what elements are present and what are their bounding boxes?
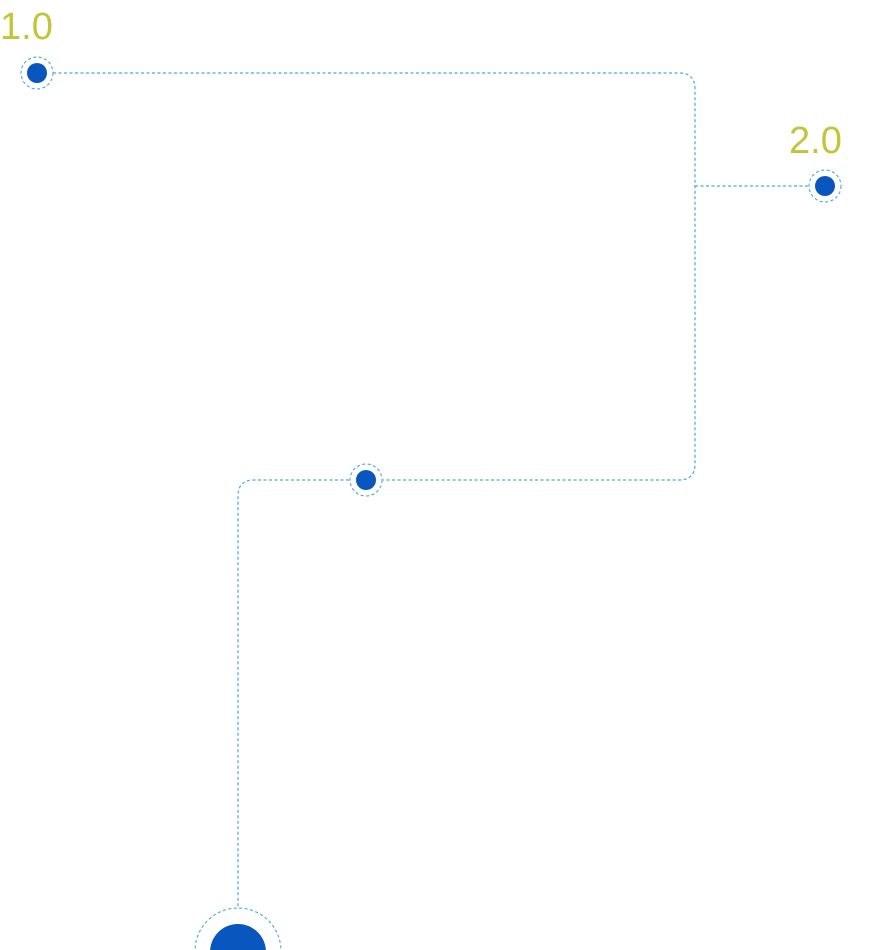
connector-bottom — [237, 479, 349, 908]
node-1-ring — [20, 56, 54, 90]
timeline-node-1[interactable] — [20, 56, 54, 90]
node-2-label: 2.0 — [789, 120, 842, 162]
timeline-node-bottom[interactable] — [194, 907, 282, 950]
node-2-dot — [815, 176, 835, 196]
node-1-label: 1.0 — [0, 6, 53, 48]
node-2-ring — [808, 169, 842, 203]
node-bottom-dot — [210, 924, 266, 950]
node-1-dot — [27, 63, 47, 83]
timeline-node-2[interactable] — [808, 169, 842, 203]
node-middle-ring — [349, 463, 383, 497]
connector-top — [53, 72, 696, 481]
timeline-node-middle[interactable] — [349, 463, 383, 497]
node-middle-dot — [356, 470, 376, 490]
